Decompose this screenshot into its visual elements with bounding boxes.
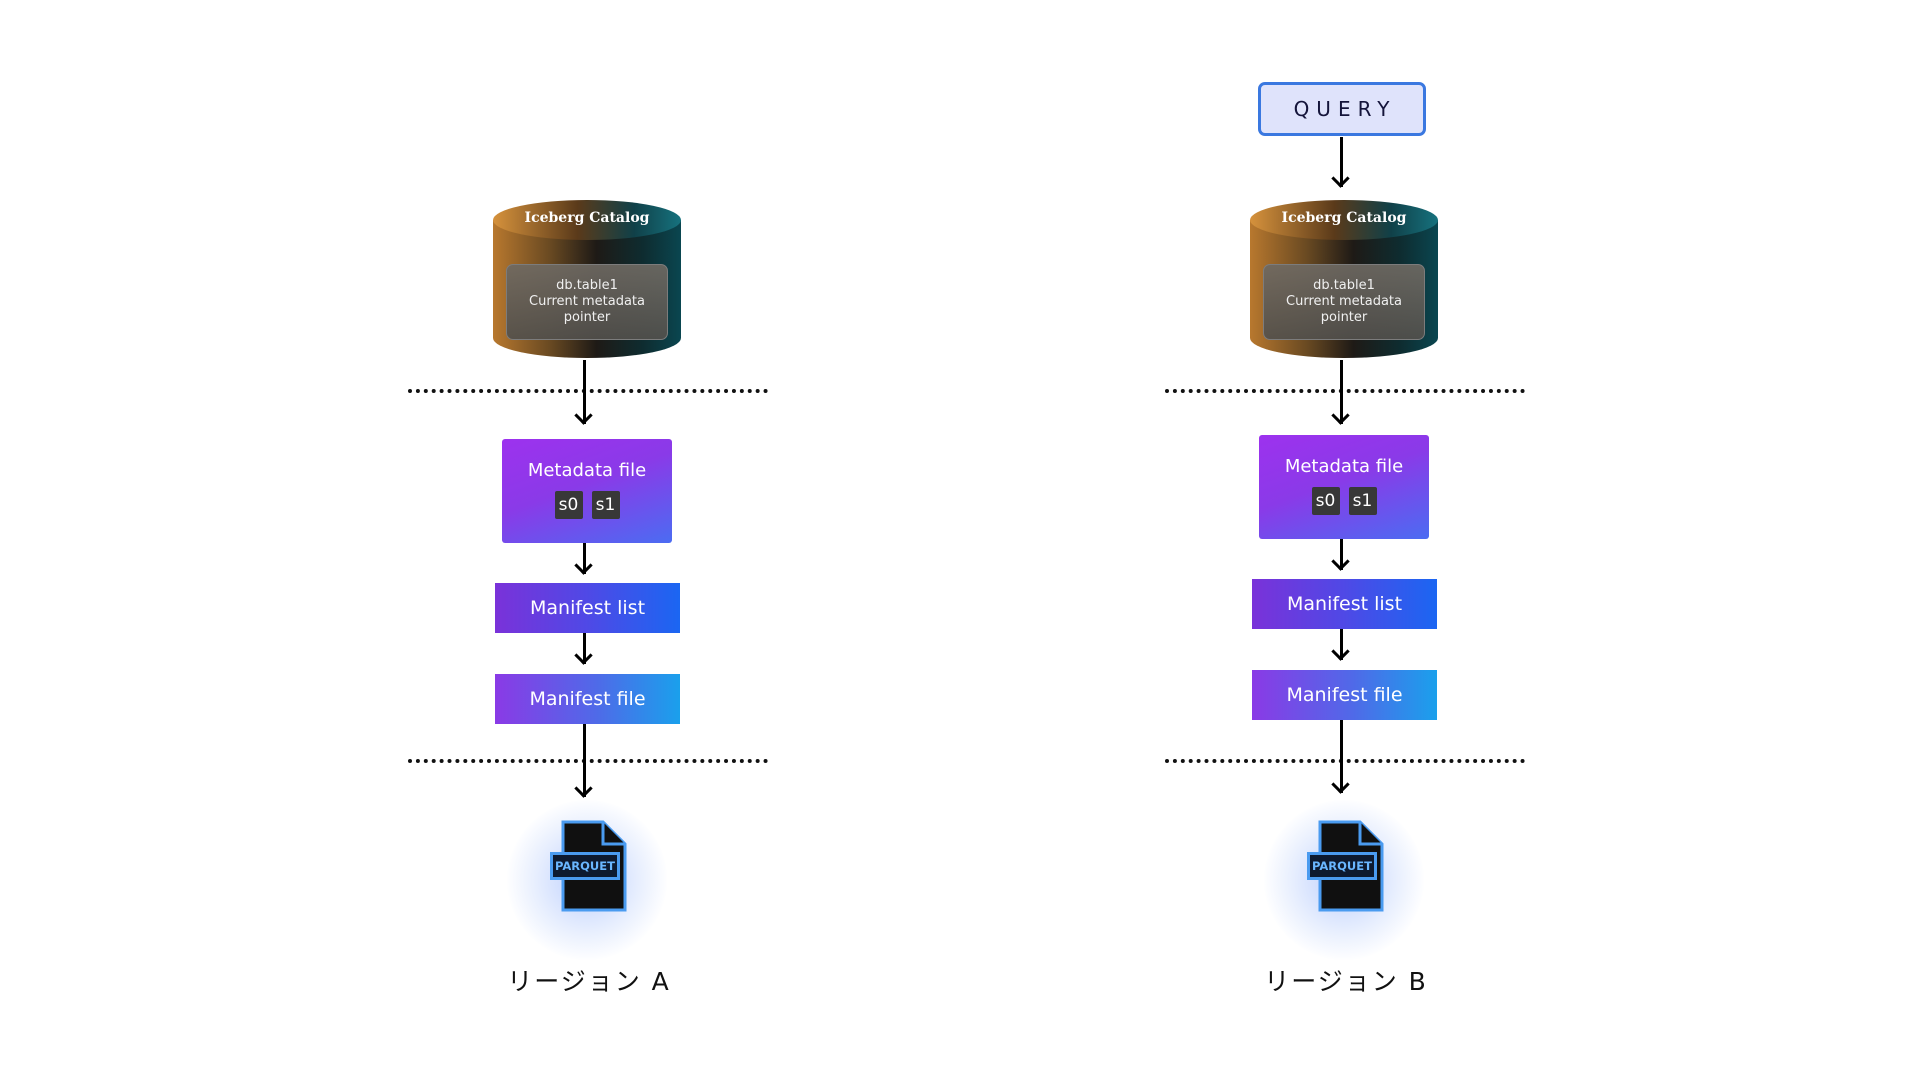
region-label: リージョン A — [507, 967, 671, 996]
arrow-down — [1331, 629, 1350, 662]
metadata-file-label: Metadata file — [1284, 456, 1404, 477]
query-box: QUERY — [1258, 82, 1426, 136]
catalog-pointer-text: pointer — [1320, 310, 1368, 325]
manifest-list-box: Manifest list — [1252, 579, 1437, 629]
iceberg-catalog: Iceberg Catalog db.table1 Current metada… — [492, 198, 682, 360]
arrow-down — [1331, 137, 1350, 189]
catalog-table-name: db.table1 — [556, 278, 618, 293]
catalog-pointer-panel: db.table1 Current metadata pointer — [1263, 264, 1425, 340]
manifest-list-box: Manifest list — [495, 583, 680, 633]
manifest-file-box: Manifest file — [495, 674, 680, 724]
metadata-file-box: Metadata file s0 s1 — [1259, 435, 1429, 539]
parquet-label: PARQUET — [550, 852, 620, 880]
catalog-pointer-panel: db.table1 Current metadata pointer — [506, 264, 668, 340]
snapshot-chip: s0 — [1311, 487, 1340, 515]
catalog-title: Iceberg Catalog — [1281, 210, 1407, 226]
region-label: リージョン B — [1264, 967, 1428, 996]
region-a: Iceberg Catalog db.table1 Current metada… — [389, 0, 789, 1080]
region-b: QUERY Ic — [1146, 0, 1546, 1080]
parquet-file-icon: PARQUET — [547, 820, 631, 914]
snapshot-chip: s1 — [1348, 487, 1377, 515]
data-boundary-separator — [408, 759, 768, 763]
arrow-down — [574, 633, 593, 666]
catalog-boundary-separator — [408, 389, 768, 393]
catalog-pointer-text: Current metadata — [529, 294, 645, 309]
parquet-label: PARQUET — [1307, 852, 1377, 880]
data-boundary-separator — [1165, 759, 1525, 763]
arrow-down — [1331, 360, 1350, 426]
snapshot-chip: s1 — [591, 491, 620, 519]
snapshot-chip: s0 — [554, 491, 583, 519]
arrow-down — [1331, 720, 1350, 795]
catalog-table-name: db.table1 — [1313, 278, 1375, 293]
parquet-file-icon: PARQUET — [1304, 820, 1388, 914]
catalog-pointer-text: Current metadata — [1286, 294, 1402, 309]
arrow-down — [1331, 539, 1350, 572]
catalog-boundary-separator — [1165, 389, 1525, 393]
arrow-down — [574, 543, 593, 576]
manifest-file-box: Manifest file — [1252, 670, 1437, 720]
metadata-file-label: Metadata file — [527, 460, 647, 481]
catalog-title: Iceberg Catalog — [524, 210, 650, 226]
iceberg-catalog: Iceberg Catalog db.table1 Current metada… — [1249, 198, 1439, 360]
arrow-down — [574, 360, 593, 426]
metadata-file-box: Metadata file s0 s1 — [502, 439, 672, 543]
catalog-pointer-text: pointer — [563, 310, 611, 325]
arrow-down — [574, 724, 593, 799]
